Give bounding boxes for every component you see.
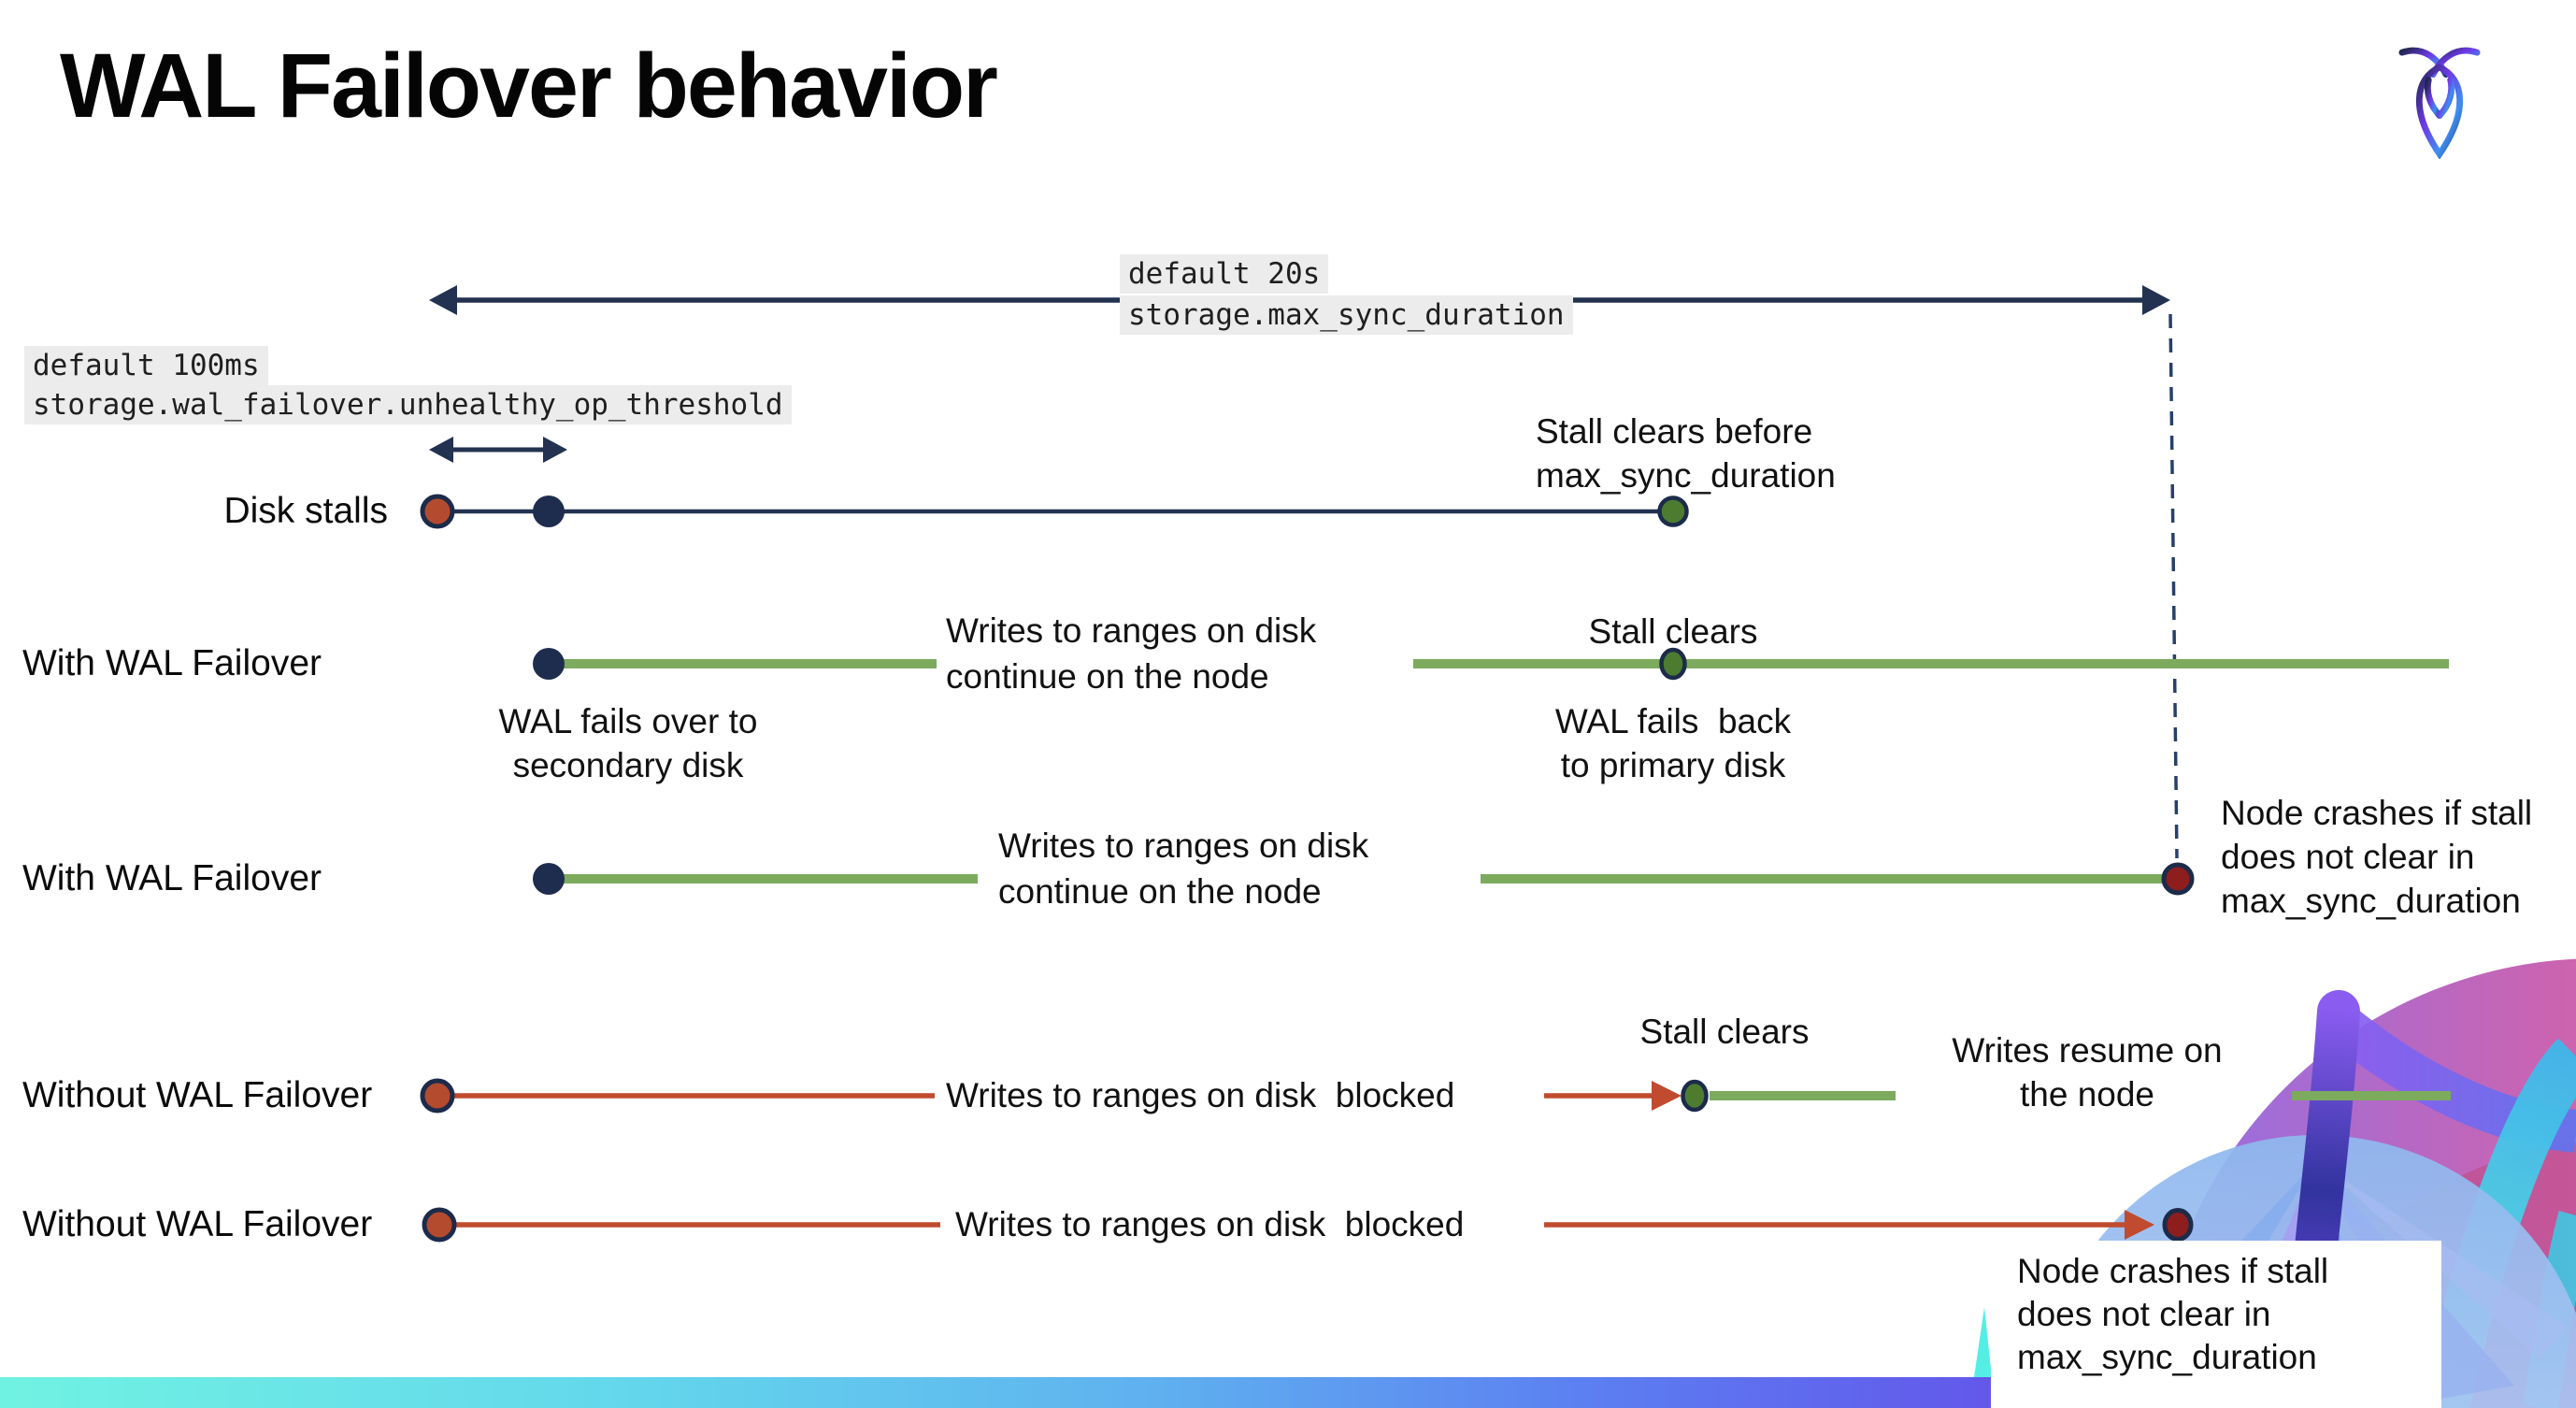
unhealthy-threshold-arrow bbox=[429, 437, 567, 463]
stall-clear-dot bbox=[1657, 496, 1689, 527]
row-label-without-wal-failover-1: Without WAL Failover bbox=[22, 1075, 373, 1115]
failover-trigger-dot bbox=[533, 648, 565, 680]
failover-trigger-dot bbox=[533, 863, 565, 895]
timeline-without-failover-clears bbox=[420, 1078, 2451, 1113]
note-wal-fails-over: WAL fails over to secondary disk bbox=[498, 702, 758, 784]
note-node-crashes-1: Node crashes if stall does not clear in … bbox=[2221, 794, 2533, 920]
disk-stall-start-dot bbox=[420, 1078, 455, 1113]
timeline-with-failover-clears bbox=[533, 647, 2449, 681]
note-writes-resume: Writes resume on the node bbox=[1952, 1031, 2223, 1113]
note-stall-clears-before: Stall clears before max_sync_duration bbox=[1536, 412, 1836, 495]
disk-stall-start-dot bbox=[420, 494, 455, 529]
timeline-without-failover-crash bbox=[422, 1207, 2194, 1243]
arrowhead-left bbox=[429, 285, 457, 315]
stall-clear-dot bbox=[1659, 647, 1687, 681]
node-crash-dot bbox=[2161, 862, 2195, 896]
dashed-crash-connector bbox=[2168, 313, 2179, 859]
red-arrowhead bbox=[2125, 1210, 2154, 1240]
note-writes-continue-1: Writes to ranges on disk continue on the… bbox=[946, 611, 1317, 696]
note-writes-blocked-1: Writes to ranges on disk blocked bbox=[946, 1076, 1455, 1114]
artwork-cyan-sliver bbox=[1974, 1307, 1992, 1377]
note-node-crashes-2: Node crashes if stall does not clear in … bbox=[2017, 1252, 2329, 1376]
note-wal-fails-back: WAL fails back to primary disk bbox=[1554, 702, 1792, 784]
note-stall-clears-2: Stall clears bbox=[1639, 1013, 1810, 1051]
node-crash-dot bbox=[2162, 1208, 2194, 1242]
cockroachdb-logo-icon bbox=[2398, 47, 2481, 159]
timeline-disk-stalls bbox=[420, 494, 1689, 529]
row-label-disk-stalls: Disk stalls bbox=[223, 491, 388, 531]
arrowhead-right bbox=[543, 437, 567, 463]
unhealthy-default-chip: default 100ms bbox=[24, 346, 268, 385]
row-label-without-wal-failover-2: Without WAL Failover bbox=[22, 1204, 373, 1244]
artwork-petal bbox=[2316, 1161, 2569, 1358]
arrowhead-right bbox=[2142, 285, 2170, 315]
max-sync-setting-chip: storage.max_sync_duration bbox=[1120, 295, 1573, 335]
timeline-with-failover-crash bbox=[533, 862, 2195, 896]
arrowhead-left bbox=[429, 437, 453, 463]
note-stall-clears-1: Stall clears bbox=[1588, 612, 1758, 651]
max-sync-default-chip: default 20s bbox=[1120, 254, 1329, 294]
page-title: WAL Failover behavior bbox=[60, 35, 998, 136]
unhealthy-setting-chip: storage.wal_failover.unhealthy_op_thresh… bbox=[24, 385, 792, 424]
node-crash-callout: Node crashes if stall does not clear in … bbox=[1991, 1241, 2441, 1408]
red-arrowhead bbox=[1652, 1081, 1682, 1111]
note-writes-continue-2: Writes to ranges on disk continue on the… bbox=[998, 826, 1369, 911]
row-label-with-wal-failover-1: With WAL Failover bbox=[22, 643, 322, 683]
note-writes-blocked-2: Writes to ranges on disk blocked bbox=[955, 1205, 1465, 1243]
disk-stall-start-dot bbox=[422, 1207, 457, 1243]
stall-clear-dot bbox=[1681, 1079, 1709, 1113]
row-label-with-wal-failover-2: With WAL Failover bbox=[22, 858, 322, 898]
failover-threshold-dot bbox=[533, 496, 565, 527]
